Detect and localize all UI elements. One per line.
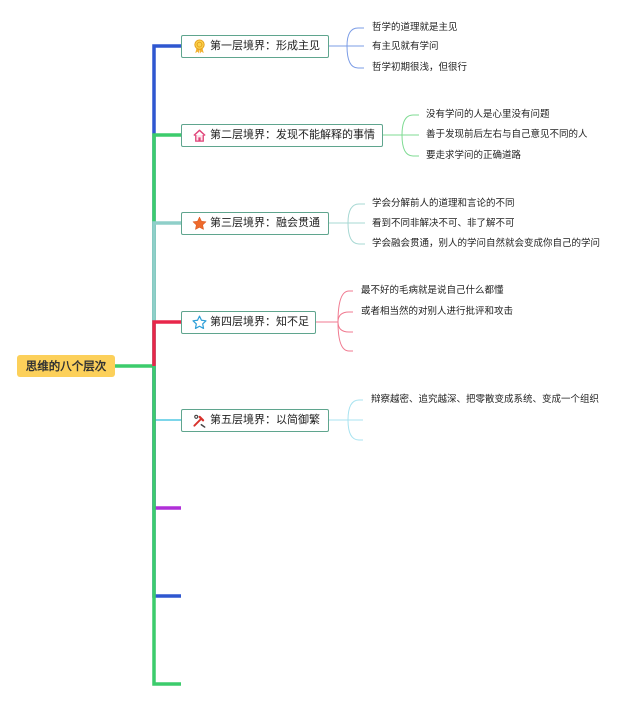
branch-node-5[interactable]: 第五层境界：以简御繁 [181,409,329,432]
branch-1-line [152,44,181,366]
branch-node-1[interactable]: 第一层境界：形成主见 [181,35,329,58]
branch-5-leaf-connectors [329,399,363,441]
branch-3-line [152,221,181,366]
branch-1-leaf-1[interactable]: 哲学的道理就是主见 [372,22,458,33]
branch-node-4[interactable]: 第四层境界：知不足 [181,311,316,334]
branch-node-3[interactable]: 第三层境界：融会贯通 [181,212,329,235]
home-icon [193,129,206,142]
branch-4-line [152,320,181,366]
branch-6-line [152,366,181,510]
branch-1-leaf-3[interactable]: 哲学初期很浅，但很行 [372,62,468,73]
branch-8-line [152,366,181,686]
award-ribbon-icon [194,39,205,54]
star-filled-icon [192,216,207,230]
branch-2-leaf-3[interactable]: 要走求学问的正确道路 [426,150,522,161]
branch-node-5-label: 第五层境界：以简御繁 [210,413,320,426]
branch-node-4-label: 第四层境界：知不足 [210,315,309,328]
branch-4-leaf-1[interactable]: 最不好的毛病就是说自己什么都懂 [361,285,504,296]
branch-2-leaf-2[interactable]: 善于发现前后左右与自己意见不同的人 [426,129,588,140]
star-outline-icon [192,315,207,330]
branch-1-leaf-connectors [329,27,364,69]
branch-3-leaf-1[interactable]: 学会分解前人的道理和言论的不同 [372,198,515,209]
branch-1-leaf-2[interactable]: 有主见就有学问 [372,41,439,52]
root-topic[interactable]: 思维的八个层次 [17,355,115,377]
branch-5-line [153,366,181,421]
branch-node-1-label: 第一层境界：形成主见 [210,39,320,52]
branch-2-leaf-connectors [383,114,419,157]
branch-node-2-label: 第二层境界：发现不能解释的事情 [210,128,375,141]
branch-2-line [152,133,181,366]
branch-3-leaf-connectors [329,203,365,245]
tools-icon [193,414,206,428]
branch-3-leaf-3[interactable]: 学会融会贯通，别人的学问自然就会变成你自己的学问 [372,238,601,249]
branch-2-leaf-1[interactable]: 没有学问的人是心里没有问题 [426,109,550,120]
branch-3-leaf-2[interactable]: 看到不同非解决不可、非了解不可 [372,218,515,229]
branch-4-leaf-2[interactable]: 或者相当然的对别人进行批评和攻击 [361,306,514,317]
branch-7-line [152,366,181,598]
branch-node-2[interactable]: 第二层境界：发现不能解释的事情 [181,124,383,147]
branch-5-leaf-1[interactable]: 辩察越密、追究越深、把零散变成系统、变成一个组织 [371,394,600,405]
branch-4-leaf-connectors [316,290,353,352]
branch-node-3-label: 第三层境界：融会贯通 [210,216,320,229]
